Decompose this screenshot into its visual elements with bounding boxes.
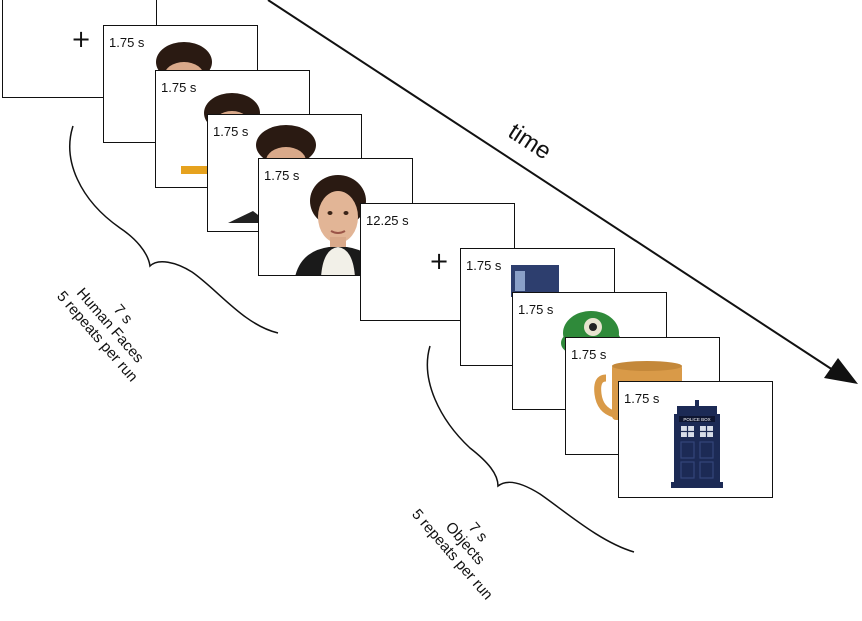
diagram-lines [69,0,858,553]
duration-label: 1.75 s [466,258,502,273]
duration-label: 1.75 s [264,168,300,183]
duration-label: 12.25 s [366,213,409,228]
fixation-cross: + [429,247,450,275]
object-image [511,265,559,297]
time-arrow-line [267,0,837,373]
objects-brace [426,345,635,553]
duration-label: 1.75 s [518,302,554,317]
face-image [295,175,381,275]
duration-label: 1.75 s [161,80,197,95]
duration-label: 1.75 s [624,391,660,406]
police-box-image: POLICE BOX [671,400,723,488]
duration-label: 1.75 s [213,124,249,139]
time-arrow-head [824,358,858,384]
object-frame-4: 1.75 s POLICE BOX [618,381,773,498]
faces-brace [69,125,279,334]
duration-label: 1.75 s [109,35,145,50]
police-box-sign: POLICE BOX [683,417,710,422]
duration-label: 1.75 s [571,347,607,362]
fixation-cross: + [71,25,92,53]
